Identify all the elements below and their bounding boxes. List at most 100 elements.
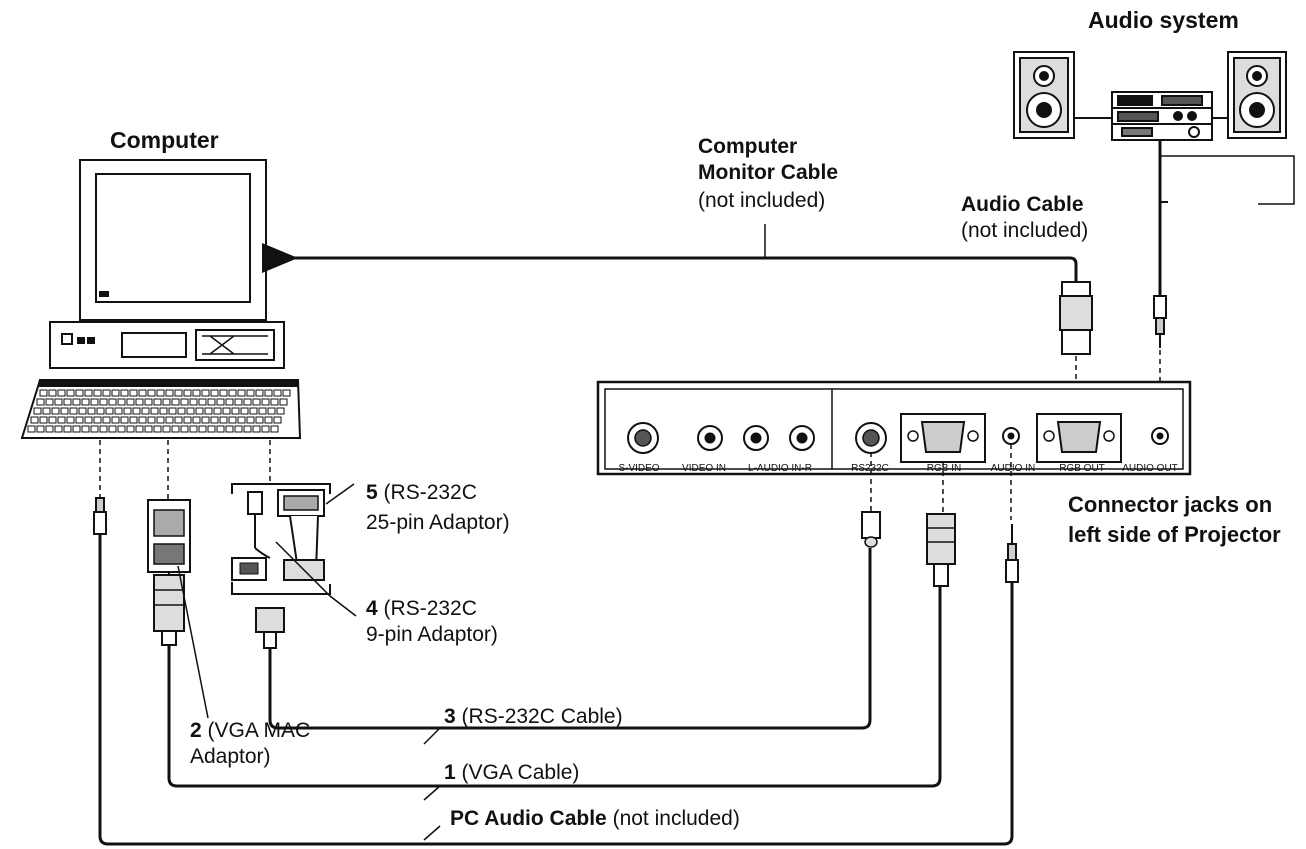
keyboard-key	[246, 389, 255, 397]
keyboard-key	[39, 416, 48, 424]
keyboard-key	[165, 389, 174, 397]
rs232c-cable-label: 3 (RS-232C Cable)	[444, 704, 623, 729]
keyboard-key	[129, 416, 138, 424]
jack-label: L-AUDIO IN-R	[748, 463, 812, 474]
keyboard-key	[93, 416, 102, 424]
keyboard-key	[189, 398, 198, 406]
keyboard-key	[45, 398, 54, 406]
keyboard-key	[99, 425, 108, 433]
keyboard-key	[258, 407, 267, 415]
keyboard-key	[183, 416, 192, 424]
keyboard-key	[144, 425, 153, 433]
keyboard-key	[282, 389, 291, 397]
keyboard-key	[90, 398, 99, 406]
keyboard-key	[72, 425, 81, 433]
jack-label: RGB IN	[927, 463, 961, 474]
right-speaker-icon	[1227, 51, 1287, 139]
keyboard-key	[207, 425, 216, 433]
keyboard-key	[138, 389, 147, 397]
keyboard-key	[228, 416, 237, 424]
keyboard-key	[153, 425, 162, 433]
keyboard-key	[279, 398, 288, 406]
keyboard-keys	[27, 389, 291, 433]
keyboard-key	[243, 425, 252, 433]
keyboard-key	[51, 407, 60, 415]
keyboard-key	[252, 398, 261, 406]
keyboard-key	[108, 425, 117, 433]
keyboard-key	[138, 416, 147, 424]
keyboard-key	[240, 407, 249, 415]
keyboard-key	[27, 425, 36, 433]
keyboard-key	[135, 425, 144, 433]
keyboard-key	[201, 416, 210, 424]
keyboard-key	[246, 416, 255, 424]
keyboard-key	[198, 425, 207, 433]
item-number: 5	[366, 481, 378, 504]
keyboard-key	[135, 398, 144, 406]
keyboard-key	[87, 407, 96, 415]
keyboard-key	[141, 407, 150, 415]
keyboard-key	[171, 425, 180, 433]
keyboard-key	[111, 416, 120, 424]
keyboard-key	[198, 398, 207, 406]
jack-label-row: S-VIDEO VIDEO IN L-AUDIO IN-R RS232C RGB…	[618, 463, 1177, 474]
jack-label: RS232C	[851, 463, 889, 474]
keyboard-key	[69, 407, 78, 415]
item-text: (VGA Cable)	[461, 761, 580, 784]
item-text: (RS-232C Cable)	[461, 705, 623, 728]
keyboard-key	[75, 416, 84, 424]
keyboard-key	[99, 398, 108, 406]
keyboard-key	[174, 389, 183, 397]
keyboard-key	[78, 407, 87, 415]
keyboard-key	[270, 425, 279, 433]
keyboard-key	[120, 416, 129, 424]
keyboard-key	[60, 407, 69, 415]
keyboard-key	[162, 398, 171, 406]
keyboard-key	[33, 407, 42, 415]
keyboard-key	[261, 398, 270, 406]
keyboard-key	[132, 407, 141, 415]
rs232c-9pin-label-line2: 9-pin Adaptor)	[366, 623, 498, 646]
audio-cable-label: Audio Cable	[961, 193, 1084, 216]
keyboard-key	[117, 398, 126, 406]
keyboard-key	[261, 425, 270, 433]
keyboard-key	[183, 389, 192, 397]
keyboard-key	[243, 398, 252, 406]
jack-label: AUDIO IN	[991, 463, 1035, 474]
keyboard-key	[234, 398, 243, 406]
rs232c-adaptors-group	[231, 483, 331, 595]
projector-guide-lines	[870, 444, 1012, 520]
stereo-amplifier-icon	[1111, 91, 1213, 141]
keyboard-key	[123, 407, 132, 415]
keyboard-key	[150, 407, 159, 415]
keyboard-key	[108, 398, 117, 406]
keyboard-key	[210, 416, 219, 424]
vga-mac-adaptor-icon	[147, 499, 191, 575]
keyboard-key	[120, 389, 129, 397]
keyboard-key	[171, 398, 180, 406]
rs232c-9pin-label-line1: 4 (RS-232C	[366, 596, 477, 621]
rs232c-25pin-label-line1: 5 (RS-232C	[366, 480, 477, 505]
keyboard-key	[30, 416, 39, 424]
leader-lines	[177, 155, 1295, 841]
keyboard-key	[159, 407, 168, 415]
jack-label: VIDEO IN	[682, 463, 726, 474]
keyboard-key	[39, 389, 48, 397]
keyboard-key	[162, 425, 171, 433]
jack-label: AUDIO OUT	[1122, 463, 1178, 474]
audio-cable-line	[1153, 140, 1168, 420]
keyboard-key	[192, 416, 201, 424]
keyboard-key	[117, 425, 126, 433]
keyboard-key	[156, 416, 165, 424]
keyboard-key	[84, 416, 93, 424]
keyboard-key	[219, 389, 228, 397]
keyboard-key	[42, 407, 51, 415]
keyboard-key	[237, 389, 246, 397]
keyboard-key	[81, 425, 90, 433]
keyboard-key	[147, 416, 156, 424]
keyboard-key	[36, 398, 45, 406]
keyboard-key	[84, 389, 93, 397]
item-number: 2	[190, 719, 202, 742]
projector-connector-panel	[596, 380, 1192, 476]
keyboard-key	[153, 398, 162, 406]
